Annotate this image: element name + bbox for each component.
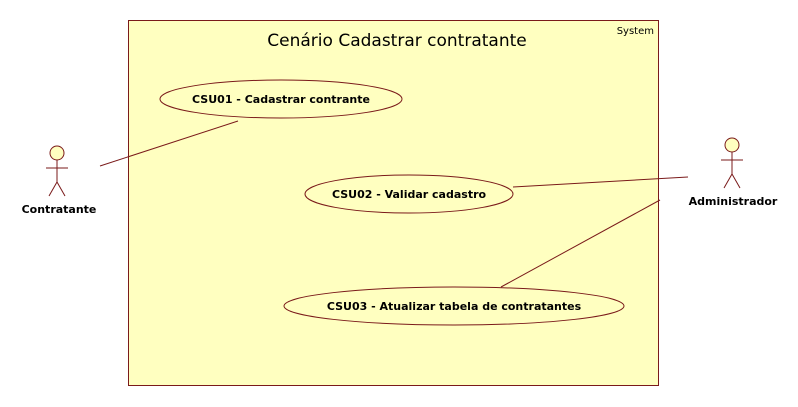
use-case-csu02-label: CSU02 - Validar cadastro xyxy=(332,188,487,201)
use-case-csu01-ellipse[interactable] xyxy=(159,79,403,119)
use-case-csu01-label: CSU01 - Cadastrar contrante xyxy=(192,93,370,106)
use-case-csu03-label: CSU03 - Atualizar tabela de contratantes xyxy=(327,300,582,313)
use-case-csu03-ellipse[interactable] xyxy=(283,286,625,326)
use-case-csu02-ellipse[interactable] xyxy=(304,174,514,214)
association-contratante-csu01[interactable] xyxy=(99,120,239,167)
use-case-csu03[interactable]: CSU03 - Atualizar tabela de contratantes xyxy=(283,286,625,326)
system-stereotype: System xyxy=(617,26,654,37)
association-administrador-csu03[interactable] xyxy=(500,199,661,288)
system-title: Cenário Cadastrar contratante xyxy=(267,31,526,51)
actor-administrador-label: Administrador xyxy=(689,195,778,208)
use-case-csu01[interactable]: CSU01 - Cadastrar contrante xyxy=(159,79,403,119)
use-case-csu02[interactable]: CSU02 - Validar cadastro xyxy=(304,174,514,214)
actor-contratante-label: Contratante xyxy=(22,203,97,216)
actor-administrador[interactable]: Administrador xyxy=(689,137,778,208)
stick-figure-icon xyxy=(721,137,743,189)
stick-figure-icon xyxy=(46,145,68,197)
association-administrador-csu02[interactable] xyxy=(512,176,689,188)
actor-contratante[interactable]: Contratante xyxy=(22,145,97,216)
